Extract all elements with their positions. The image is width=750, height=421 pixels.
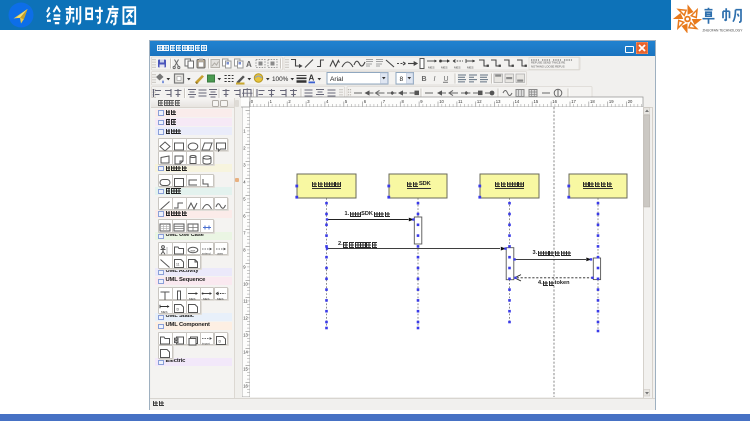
svg-text:3: 3 <box>307 99 310 104</box>
svg-text:8: 8 <box>402 99 405 104</box>
svg-text:sce: sce <box>191 248 196 252</box>
svg-text:MES: MES <box>467 65 474 69</box>
svg-text:D: D <box>177 308 180 312</box>
svg-text:19: 19 <box>609 99 614 104</box>
svg-text:5: 5 <box>345 99 348 104</box>
svg-text:4: 4 <box>326 99 329 104</box>
svg-text:100%: 100% <box>272 76 289 83</box>
svg-text:MES: MES <box>161 310 168 314</box>
svg-text:1: 1 <box>243 129 246 134</box>
svg-text:17: 17 <box>571 99 576 104</box>
svg-text:MES: MES <box>441 65 448 69</box>
svg-text:14: 14 <box>515 99 520 104</box>
svg-text:U: U <box>444 76 449 83</box>
svg-text:B: B <box>422 76 427 83</box>
svg-text:13: 13 <box>243 333 248 338</box>
svg-text:5: 5 <box>243 197 246 202</box>
svg-text:20: 20 <box>628 99 633 104</box>
svg-text:2: 2 <box>288 99 291 104</box>
svg-text:D: D <box>218 339 221 343</box>
svg-text:MES: MES <box>428 65 435 69</box>
svg-text:12: 12 <box>477 99 482 104</box>
svg-text:12: 12 <box>243 316 248 321</box>
svg-text:13: 13 <box>496 99 501 104</box>
svg-text:I: I <box>434 76 436 83</box>
svg-text:11: 11 <box>458 99 463 104</box>
svg-text:7: 7 <box>243 231 246 236</box>
svg-text:18: 18 <box>590 99 595 104</box>
svg-text:6: 6 <box>243 214 246 219</box>
svg-text:11: 11 <box>176 263 180 267</box>
svg-text:4: 4 <box>243 180 246 185</box>
svg-text:10: 10 <box>243 282 248 287</box>
svg-text:REFUSE SEND TWICE RE: REFUSE SEND TWICE RE <box>531 61 565 65</box>
svg-text:A: A <box>246 60 252 69</box>
svg-text:ZHUOFAN TECHNOLOGY: ZHUOFAN TECHNOLOGY <box>703 29 744 33</box>
svg-text:3: 3 <box>243 163 246 168</box>
svg-text:9: 9 <box>420 99 423 104</box>
svg-text:A: A <box>309 74 315 83</box>
svg-text:8: 8 <box>400 76 404 83</box>
svg-text:Arial: Arial <box>330 76 344 83</box>
svg-text:uses: uses <box>217 251 224 255</box>
svg-text:MES: MES <box>454 65 461 69</box>
svg-text:10: 10 <box>439 99 444 104</box>
svg-text:import: import <box>202 341 210 345</box>
svg-text:MES: MES <box>189 296 196 300</box>
svg-text:7: 7 <box>383 99 386 104</box>
svg-text:9: 9 <box>243 265 246 270</box>
svg-text:extend: extend <box>202 251 211 255</box>
svg-text:MES: MES <box>217 296 224 300</box>
svg-text:NOTHING LOOSE REFUS: NOTHING LOOSE REFUS <box>531 65 565 69</box>
svg-text:6: 6 <box>364 99 367 104</box>
svg-text:11: 11 <box>243 299 248 304</box>
svg-text:16: 16 <box>552 99 557 104</box>
svg-text:0: 0 <box>251 99 254 104</box>
svg-text:14: 14 <box>243 350 248 355</box>
svg-text:MES: MES <box>203 296 210 300</box>
svg-text:15: 15 <box>534 99 539 104</box>
svg-text:16: 16 <box>243 384 248 389</box>
svg-text:2: 2 <box>243 146 246 151</box>
svg-text:1: 1 <box>270 99 273 104</box>
svg-text:8: 8 <box>243 248 246 253</box>
svg-text:15: 15 <box>243 367 248 372</box>
